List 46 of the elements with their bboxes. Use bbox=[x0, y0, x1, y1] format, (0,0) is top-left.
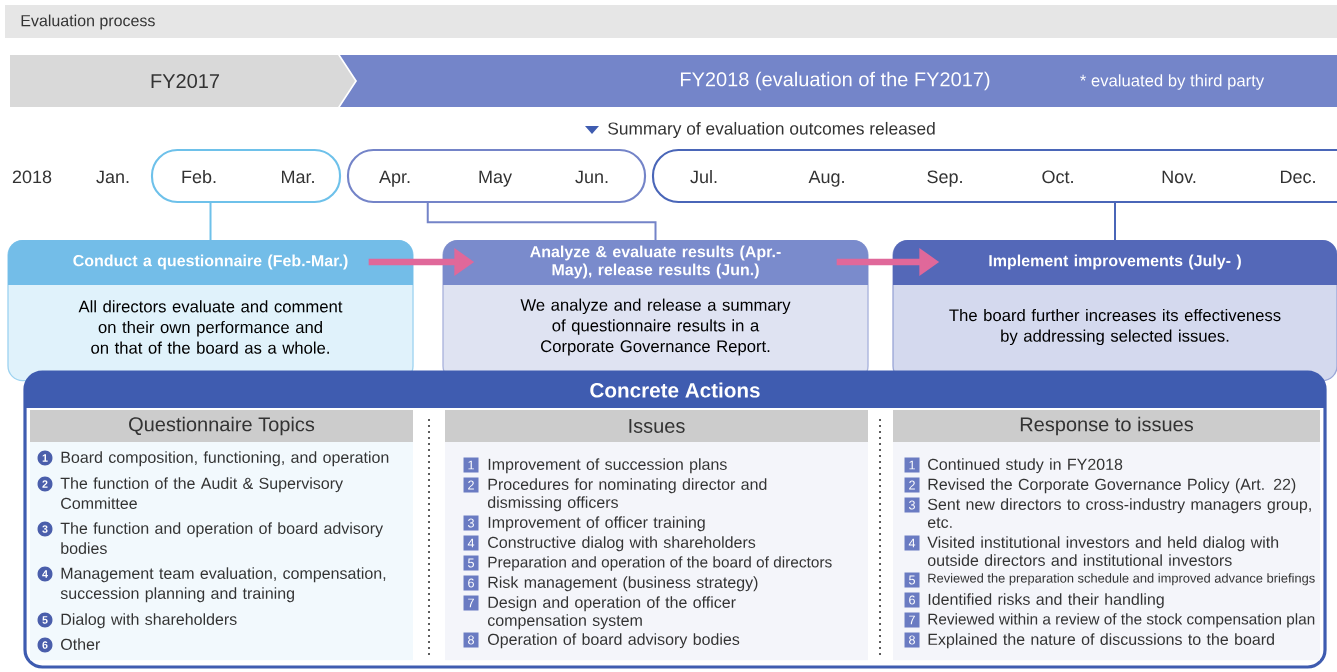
list-item: Design and operation of the officer compensation system bbox=[487, 596, 736, 630]
list-item: Board composition, functioning, and operation bbox=[61, 451, 389, 467]
process-box: Analyze & evaluate results (Apr.-May), release results (Jun.) We analyze and release a summary of questionnaire results in a Corporate Governance Report. bbox=[442, 240, 869, 382]
year-label: 2018 bbox=[12, 170, 52, 184]
column-header: Issues bbox=[445, 410, 868, 442]
number-badge: 5 bbox=[37, 612, 53, 628]
number-badge: 6 bbox=[37, 637, 53, 653]
list-item: Constructive dialog with shareholders bbox=[488, 536, 756, 552]
list-item: Revised the Corporate Governance Policy (Art. 22) bbox=[928, 478, 1296, 494]
list-item: Risk management (business strategy) bbox=[488, 576, 758, 592]
list-item: Preparation and operation of the board of directors bbox=[488, 556, 832, 571]
note: Summary of evaluation outcomes released bbox=[585, 121, 935, 139]
month-pill: Jul. Aug. Sep. Oct. Nov. Dec. bbox=[651, 148, 1337, 204]
list-item: Other bbox=[61, 638, 100, 650]
list-item: The function of the Audit & Supervisory Committee bbox=[60, 477, 343, 509]
list-item: Reviewed the preparation schedule and improved advance briefings bbox=[928, 573, 1315, 586]
number-badge: 2 bbox=[37, 476, 53, 492]
connector-line bbox=[209, 201, 212, 241]
connector-line bbox=[1114, 201, 1116, 241]
list-item: Sent new directors to cross-industry managers group, etc. bbox=[927, 498, 1311, 528]
list-item: Improvement of officer training bbox=[488, 516, 705, 532]
list-item: Continued study in FY2018 bbox=[928, 458, 1123, 474]
title-bar: Evaluation process bbox=[5, 5, 1337, 38]
timeline-band: FY2017 bbox=[10, 55, 355, 107]
list-item: Management team evaluation, compensation, succession planning and training bbox=[60, 567, 386, 603]
process-box: Conduct a questionnaire (Feb.-Mar.) All directors evaluate and comment on their own performance and on that of the board as a whole. bbox=[7, 240, 414, 382]
number-badge: 1 bbox=[37, 450, 53, 466]
list-item: Procedures for nominating director and dismissing officers bbox=[487, 478, 767, 512]
month-pill: Feb. Mar. bbox=[150, 148, 342, 204]
list-item: Operation of board advisory bodies bbox=[488, 633, 740, 649]
column-header: Questionnaire Topics bbox=[30, 410, 413, 442]
list-item: Improvement of succession plans bbox=[488, 458, 727, 474]
list-item: Explained the nature of discussions to the board bbox=[928, 633, 1274, 649]
number-badge: 4 bbox=[37, 566, 53, 582]
list-item: Visited institutional investors and held dialog with outside directors and institutional investors bbox=[927, 536, 1279, 566]
process-box: Implement improvements (July- ) The board further increases its effectiveness by addressing selected issues. bbox=[892, 240, 1337, 382]
timeline-band: FY2018 (evaluation of the FY2017) * evaluated by third party bbox=[340, 55, 1337, 107]
list-item: Identified risks and their handling bbox=[928, 593, 1164, 609]
list-item: Reviewed within a review of the stock compensation plan bbox=[928, 613, 1315, 628]
month-pill: Apr. May Jun. bbox=[346, 148, 647, 204]
column-header: Response to issues bbox=[893, 410, 1320, 442]
number-badge: 3 bbox=[37, 521, 53, 537]
list-item: Dialog with shareholders bbox=[61, 613, 237, 629]
list-item: The function and operation of board advisory bodies bbox=[60, 522, 384, 554]
connector-line bbox=[426, 201, 657, 241]
month-label: Jan. bbox=[96, 170, 129, 184]
